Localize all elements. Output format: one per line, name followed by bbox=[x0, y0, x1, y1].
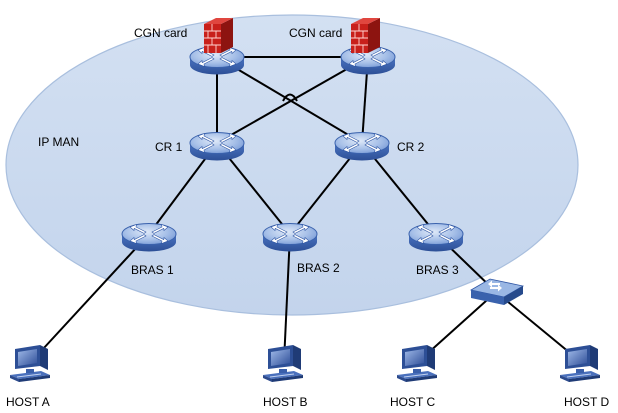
link-crossover-hop bbox=[282, 93, 298, 102]
bras-3-label: BRAS 3 bbox=[416, 263, 459, 277]
switch-icon bbox=[470, 278, 524, 306]
link-bras1-hosta bbox=[30, 233, 150, 363]
computer-icon bbox=[262, 344, 304, 383]
router-icon bbox=[334, 132, 390, 161]
link-cgn1-cr2 bbox=[216, 56, 363, 144]
router-icon bbox=[121, 223, 177, 252]
host-d-label: HOST D bbox=[564, 395, 609, 409]
ip-man-label: IP MAN bbox=[38, 135, 79, 149]
host-a-label: HOST A bbox=[6, 395, 50, 409]
bras-2[interactable] bbox=[262, 223, 318, 252]
cr-2[interactable] bbox=[334, 132, 390, 161]
firewall-icon bbox=[350, 17, 381, 54]
cgn-card-2-label: CGN card bbox=[289, 26, 342, 40]
cgn-card-1-label: CGN card bbox=[134, 26, 187, 40]
firewall-cgn-1 bbox=[203, 17, 234, 54]
firewall-cgn-2 bbox=[350, 17, 381, 54]
firewall-icon bbox=[203, 17, 234, 54]
cr-1-label: CR 1 bbox=[155, 140, 183, 154]
link-bras2-hostb bbox=[283, 233, 291, 363]
cr-2-label: CR 2 bbox=[397, 140, 425, 154]
access-switch[interactable] bbox=[470, 278, 524, 306]
router-icon bbox=[189, 132, 245, 161]
host-c-label: HOST C bbox=[390, 395, 435, 409]
cr-1[interactable] bbox=[189, 132, 245, 161]
bras-3[interactable] bbox=[408, 223, 464, 252]
bras-1[interactable] bbox=[121, 223, 177, 252]
computer-icon bbox=[396, 344, 438, 383]
bras-2-label: BRAS 2 bbox=[297, 261, 340, 275]
host-b[interactable] bbox=[262, 344, 304, 383]
host-a[interactable] bbox=[9, 344, 51, 383]
router-icon bbox=[262, 223, 318, 252]
host-c[interactable] bbox=[396, 344, 438, 383]
computer-icon bbox=[9, 344, 51, 383]
host-d[interactable] bbox=[559, 344, 601, 383]
computer-icon bbox=[559, 344, 601, 383]
link-cgn2-cr1 bbox=[216, 56, 369, 144]
host-b-label: HOST B bbox=[263, 395, 307, 409]
router-icon bbox=[408, 223, 464, 252]
bras-1-label: BRAS 1 bbox=[131, 263, 174, 277]
ip-man-region bbox=[5, 14, 579, 316]
